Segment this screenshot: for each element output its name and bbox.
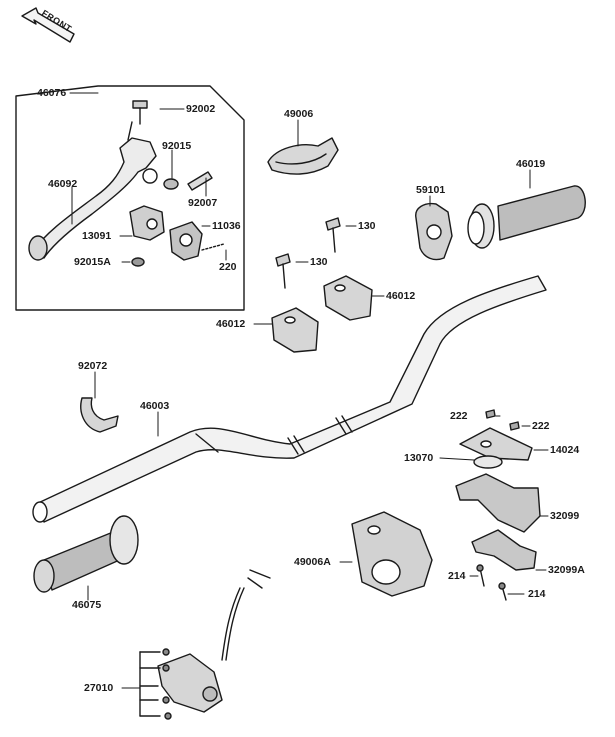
ring-13070 xyxy=(473,455,503,469)
lever-cover-49006 xyxy=(267,137,339,175)
screw-214-a xyxy=(476,564,485,587)
housing-49006A xyxy=(351,511,433,597)
screw-220 xyxy=(201,243,225,251)
part-label-92072: 92072 xyxy=(78,360,108,372)
part-label-130-lower: 130 xyxy=(310,256,328,268)
screw-214-b xyxy=(498,582,507,601)
screw-92007 xyxy=(187,171,213,191)
part-label-92015: 92015 xyxy=(162,140,192,152)
right-grip-46019 xyxy=(467,185,586,249)
throttle-case-32099A xyxy=(471,529,537,571)
part-label-46012-right: 46012 xyxy=(386,290,416,302)
part-label-46092: 46092 xyxy=(48,178,78,190)
bolt-92002 xyxy=(132,100,148,125)
lever-holder-13091 xyxy=(129,205,165,241)
collar-92015 xyxy=(163,178,179,190)
screw-222-b xyxy=(509,421,520,431)
lever-assembly-box xyxy=(15,85,245,311)
screw-222-a xyxy=(485,409,496,419)
part-label-49006: 49006 xyxy=(284,108,314,120)
nut-92015A xyxy=(131,257,145,267)
plate-14024 xyxy=(459,427,533,461)
clamp-11036 xyxy=(169,221,203,261)
part-label-46003: 46003 xyxy=(140,400,170,412)
part-label-59101: 59101 xyxy=(416,184,446,196)
handlebar-holder-46012-right xyxy=(323,275,373,321)
part-label-13070: 13070 xyxy=(404,452,434,464)
handlebar-holder-46012-left xyxy=(271,307,319,353)
part-label-214-right: 214 xyxy=(528,588,546,600)
part-label-214-left: 214 xyxy=(448,570,466,582)
leader-lines xyxy=(69,92,549,689)
throttle-housing-59101 xyxy=(415,202,453,261)
front-arrow-icon xyxy=(21,7,75,43)
part-label-32099A: 32099A xyxy=(548,564,585,576)
clutch-lever xyxy=(28,121,158,261)
part-label-46019: 46019 xyxy=(516,158,546,170)
band-92072 xyxy=(80,397,119,433)
part-label-222-right: 222 xyxy=(532,420,550,432)
bolt-130-upper xyxy=(325,217,341,253)
part-label-32099: 32099 xyxy=(550,510,580,522)
part-label-220: 220 xyxy=(219,261,237,273)
throttle-case-32099 xyxy=(455,473,541,533)
part-label-13091: 13091 xyxy=(82,230,112,242)
part-label-46012-left: 46012 xyxy=(216,318,246,330)
part-label-92002: 92002 xyxy=(186,103,216,115)
part-label-11036: 11036 xyxy=(212,220,241,232)
bolt-130-lower xyxy=(275,253,291,289)
part-label-92007: 92007 xyxy=(188,197,218,209)
part-label-27010: 27010 xyxy=(84,682,114,694)
part-label-92015A: 92015A xyxy=(74,256,111,268)
bracket-27010 xyxy=(139,651,161,717)
part-label-130-upper: 130 xyxy=(358,220,376,232)
kill-switch-27010 xyxy=(157,569,271,720)
part-label-46076: 46076 xyxy=(37,87,67,99)
part-label-49006A: 49006A xyxy=(294,556,331,568)
part-label-46075: 46075 xyxy=(72,599,102,611)
part-label-14024: 14024 xyxy=(550,444,580,456)
left-grip-46075 xyxy=(33,515,139,593)
handlebar-46003 xyxy=(32,275,547,523)
part-label-222-left: 222 xyxy=(450,410,468,422)
